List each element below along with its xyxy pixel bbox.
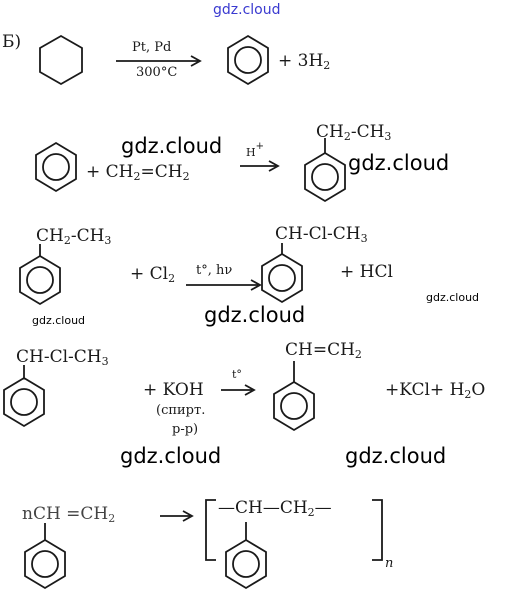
benzene-ring (35, 141, 77, 193)
r3-product-chain: CH-Cl-CH3 (275, 224, 368, 245)
r4-byproducts: +KCl+ H2O (385, 380, 486, 401)
r5-polymer-chain: —CH—CH2— (218, 498, 332, 519)
r1-condition-top: Pt, Pd (132, 40, 172, 55)
watermark-top: gdz.cloud (213, 2, 281, 18)
watermark: gdz.cloud (345, 444, 447, 468)
watermark: gdz.cloud (426, 291, 480, 304)
r2-catalyst: H+ (246, 141, 264, 160)
r4-reagent: + KOH (143, 380, 204, 400)
r2-product-chain: CH2-CH3 (316, 122, 392, 143)
r5-repeat-n: n (385, 556, 394, 571)
watermark: gdz.cloud (348, 151, 450, 175)
r3-byproduct: + HCl (340, 262, 393, 282)
r4-product-chain: CH=CH2 (285, 340, 362, 361)
arrow-head (190, 55, 202, 67)
r3-reagent: + Cl2 (130, 264, 176, 285)
watermark: gdz.cloud (120, 444, 222, 468)
watermark: gdz.cloud (32, 314, 86, 327)
cyclohexane-ring (39, 34, 83, 86)
r4-condition: t° (232, 368, 242, 381)
bracket-right (372, 499, 383, 561)
r4-solvent-line2: р-р) (172, 422, 199, 437)
r1-byproduct: + 3H2 (278, 51, 331, 72)
r1-condition-bottom: 300°C (136, 65, 178, 80)
r4-reactant-chain: CH-Cl-CH3 (16, 347, 109, 368)
benzene-ring (227, 34, 269, 86)
r5-monomer: nCH =CH2 (22, 504, 116, 525)
bracket-left (205, 499, 216, 561)
r2-ethene: + CH2=CH2 (86, 162, 190, 183)
benzene-circle (234, 46, 262, 74)
r4-solvent-line1: (спирт. (156, 403, 206, 418)
r3-condition: t°, hν (196, 263, 233, 278)
watermark: gdz.cloud (121, 134, 223, 158)
watermark: gdz.cloud (204, 303, 306, 327)
r3-reactant-chain: CH2-CH3 (36, 226, 112, 247)
section-label: Б) (2, 32, 22, 52)
